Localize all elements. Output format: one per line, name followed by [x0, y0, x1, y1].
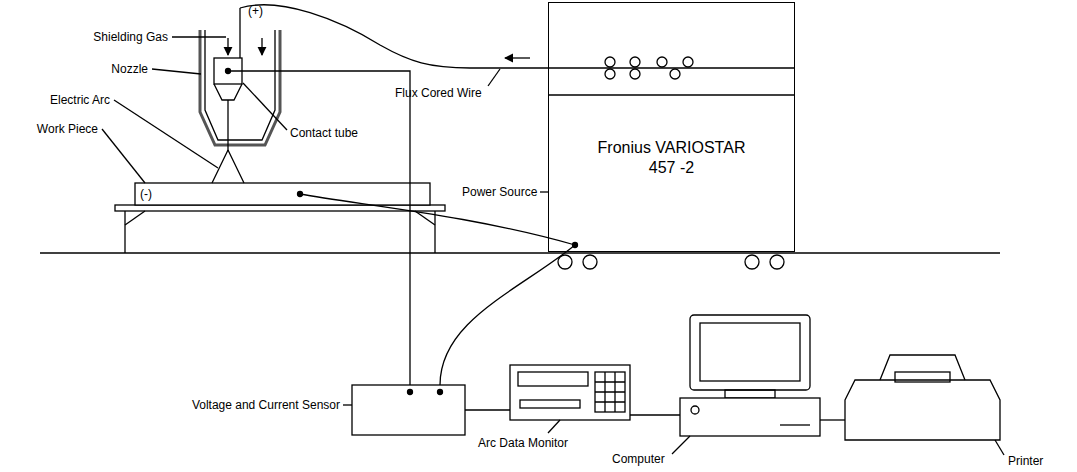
polarity-mark: (+)	[248, 4, 263, 18]
device-label: Voltage and Current Sensor	[192, 398, 340, 412]
part-label: Shielding Gas	[93, 30, 168, 44]
device-label: Computer	[612, 452, 665, 466]
device-label: Printer	[1008, 454, 1043, 468]
polarity-mark: (-)	[140, 187, 152, 201]
node-text: Fronius VARIOSTAR 457 -2	[597, 138, 747, 178]
part-label: Electric Arc	[50, 93, 110, 107]
part-label: Power Source	[462, 185, 537, 199]
part-label: Nozzle	[111, 62, 148, 76]
part-label: Flux Cored Wire	[395, 86, 482, 100]
power-source-box: Fronius VARIOSTAR 457 -2	[548, 2, 795, 252]
part-label: Work Piece	[37, 122, 98, 136]
part-label: Contact tube	[290, 126, 358, 140]
device-label: Arc Data Monitor	[478, 436, 568, 450]
